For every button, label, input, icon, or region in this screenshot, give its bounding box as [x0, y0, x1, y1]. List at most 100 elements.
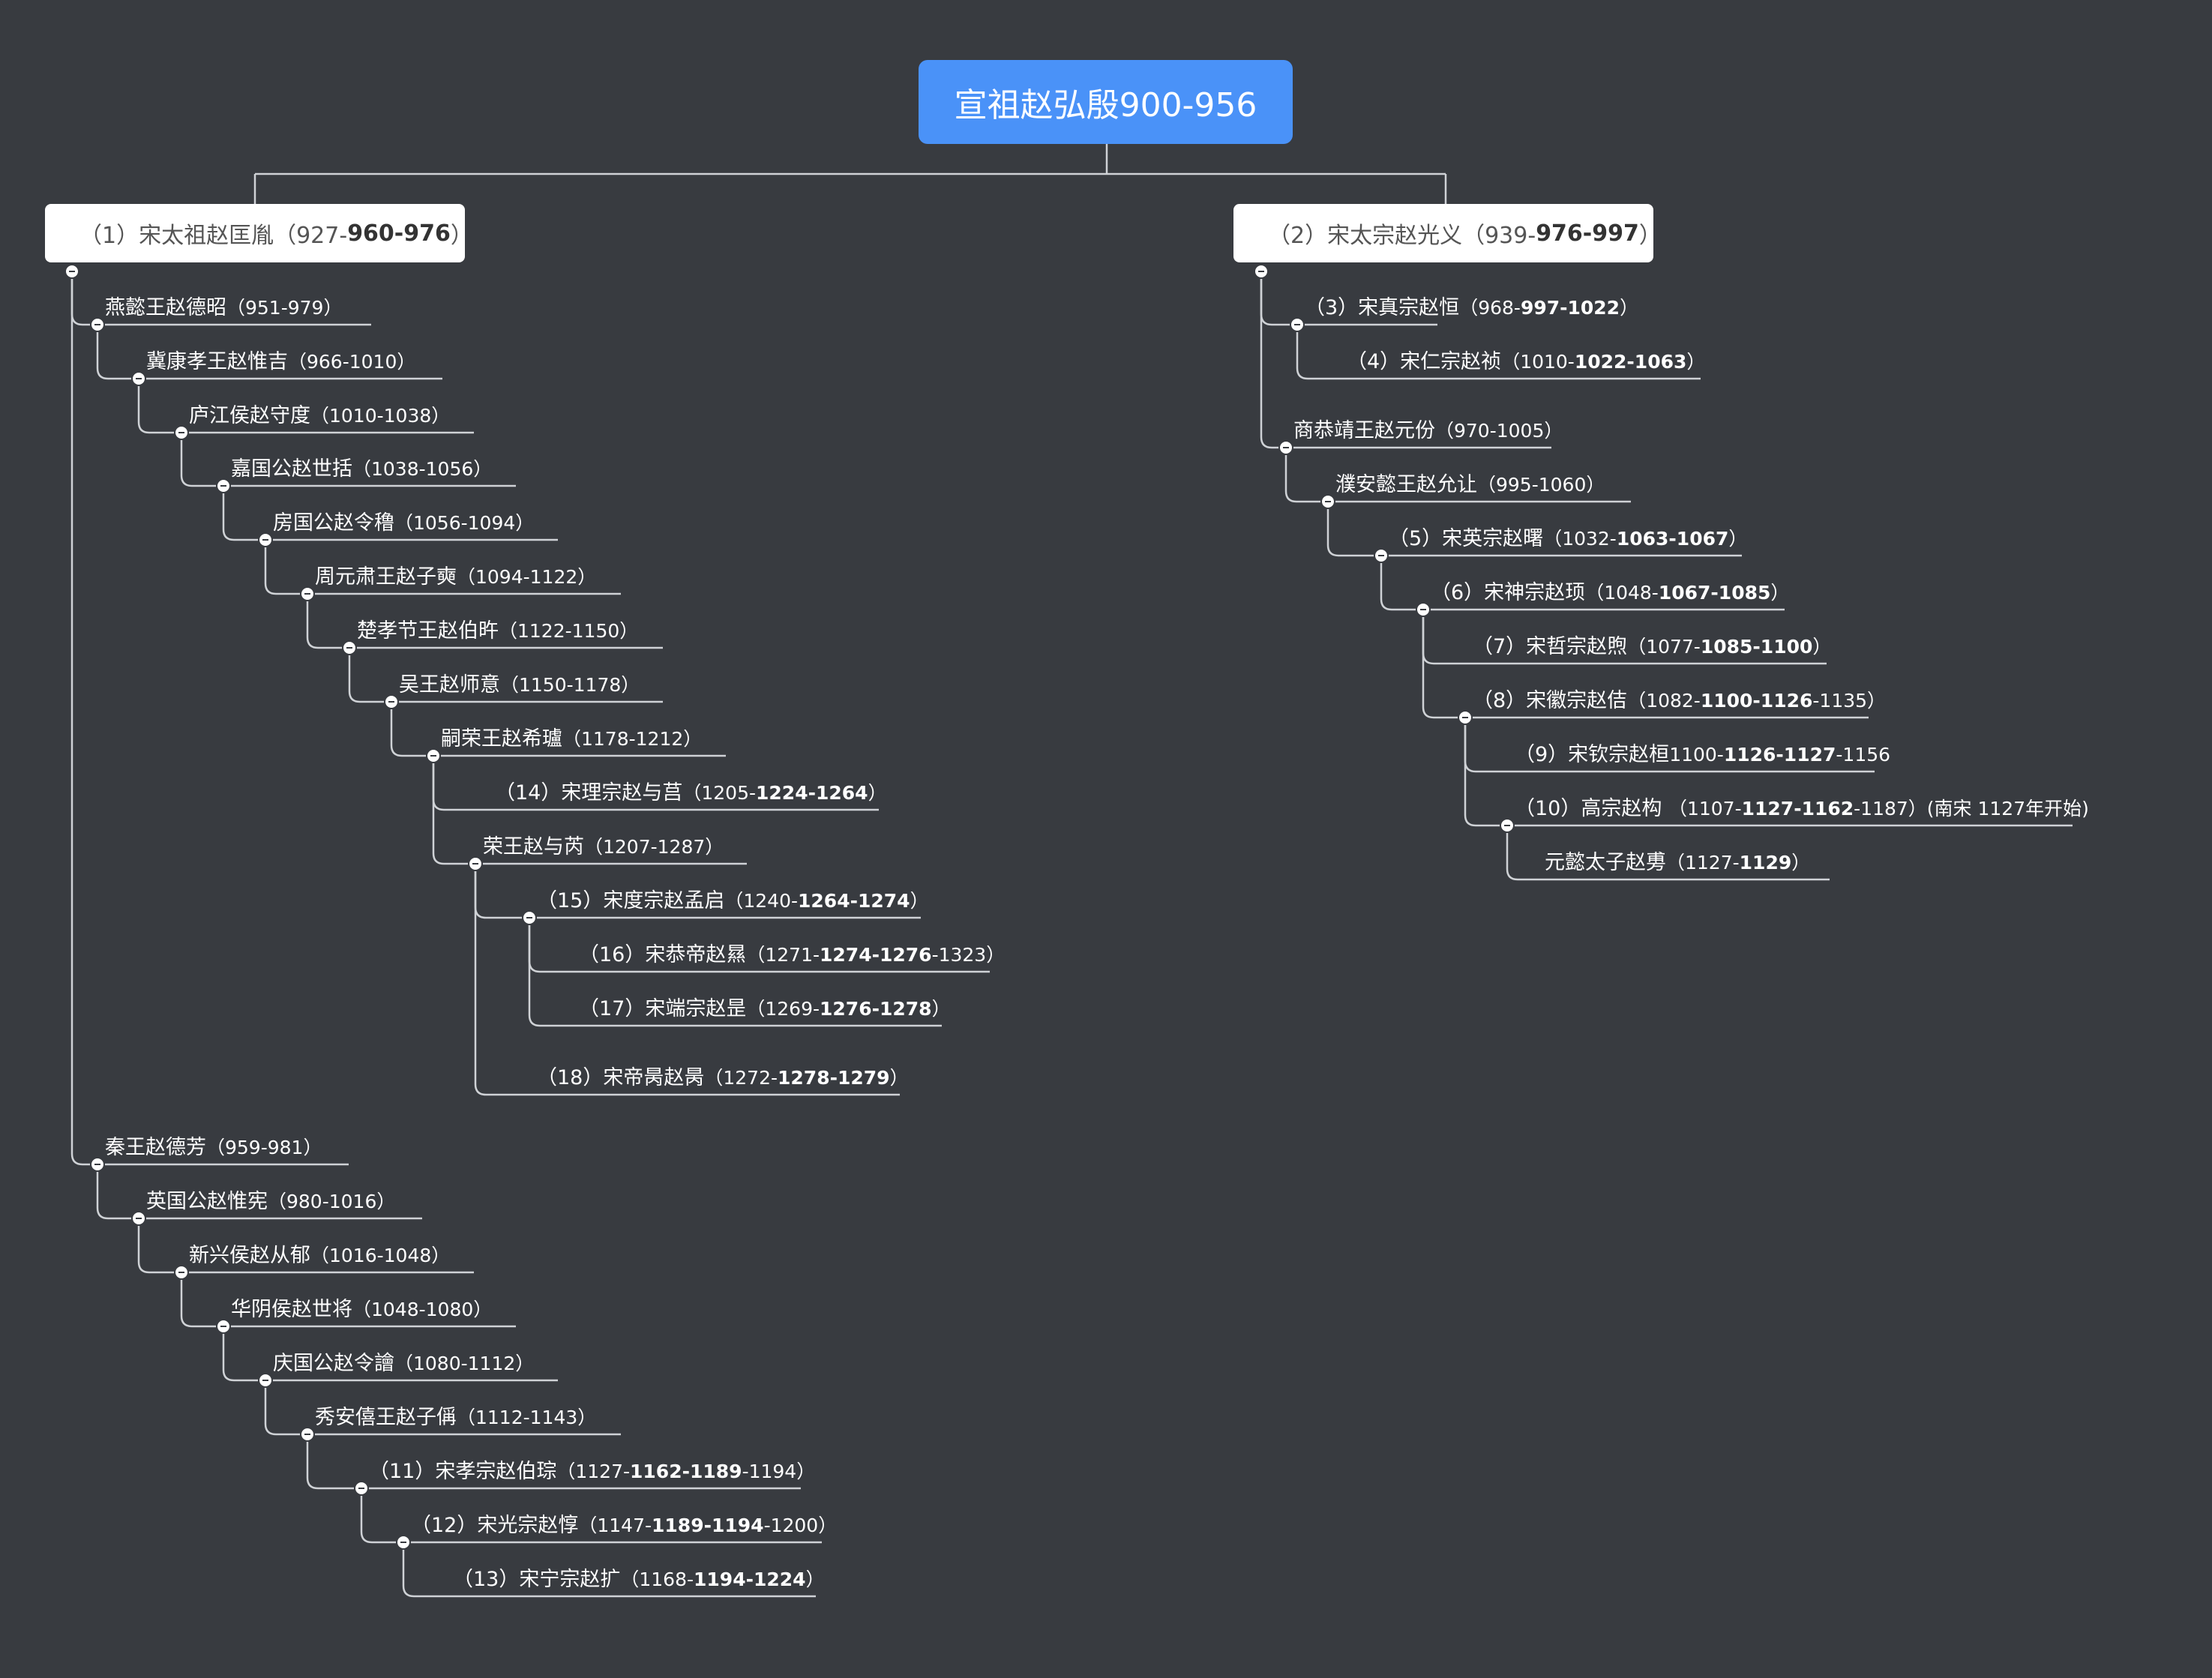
tree-node[interactable]: 燕懿王赵德昭（951-979） [105, 295, 342, 322]
tree-node[interactable]: （3）宋真宗赵恒（968-997-1022） [1305, 295, 1638, 322]
node-years: -1200） [763, 1515, 838, 1536]
collapse-toggle[interactable] [1320, 494, 1335, 509]
node-years: （966-1010） [288, 351, 416, 373]
node-years: （1168- [620, 1569, 694, 1590]
root-node[interactable]: 宣祖赵弘殷900-956 [919, 60, 1293, 144]
collapse-toggle[interactable] [131, 1211, 146, 1226]
tree-node[interactable]: （7）宋哲宗赵煦（1077-1085-1100） [1473, 634, 1831, 661]
tree-node[interactable]: （9）宋钦宗赵桓1100-1126-1127-1156 [1515, 742, 1890, 769]
node-years: ） [1812, 636, 1832, 658]
node-years: ） [1686, 351, 1706, 373]
tree-node[interactable]: 庆国公赵令譮（1080-1112） [273, 1350, 534, 1377]
node-years: 1264-1274 [798, 890, 910, 912]
collapse-toggle[interactable] [216, 1319, 231, 1334]
collapse-toggle[interactable] [90, 317, 105, 332]
node-connector [1506, 826, 1537, 881]
tree-node[interactable]: （13）宋宁宗赵扩（1168-1194-1224） [453, 1566, 825, 1593]
collapse-toggle[interactable] [131, 371, 146, 386]
node-connector [222, 486, 265, 541]
node-name: 秦王赵德芳 [105, 1136, 206, 1159]
node-name: （14）宋理宗赵与莒 [495, 781, 683, 805]
node-years: 1129 [1739, 852, 1792, 873]
node-name: 吴王赵师意 [399, 673, 500, 697]
collapse-toggle[interactable] [90, 1157, 105, 1172]
tree-node[interactable]: （6）宋神宗赵顼（1048-1067-1085） [1431, 580, 1789, 607]
node-name: 荣王赵与芮 [483, 835, 584, 858]
collapse-toggle[interactable] [1458, 710, 1473, 725]
node-name: 嗣荣王赵希瓐 [441, 727, 562, 751]
tree-node[interactable]: （5）宋英宗赵曙（1032-1063-1067） [1389, 526, 1747, 553]
tree-node[interactable]: 秀安僖王赵子偁（1112-1143） [315, 1404, 596, 1431]
tree-node[interactable]: （4）宋仁宗赵祯（1010-1022-1063） [1347, 349, 1705, 376]
collapse-toggle[interactable] [522, 910, 537, 925]
node-name: （9）宋钦宗赵桓 [1515, 743, 1670, 766]
tree-node[interactable]: 庐江侯赵守度（1010-1038） [189, 403, 450, 430]
tree-node[interactable]: 房国公赵令穞（1056-1094） [273, 510, 534, 537]
tree-node[interactable]: （8）宋徽宗赵佶（1082-1100-1126-1135） [1473, 688, 1886, 715]
collapse-toggle[interactable] [396, 1535, 411, 1550]
collapse-toggle[interactable] [174, 425, 189, 440]
collapse-toggle[interactable] [1278, 440, 1293, 455]
tree-node[interactable]: （12）宋光宗赵惇（1147-1189-1194-1200） [411, 1512, 837, 1539]
node-connector [1326, 502, 1381, 557]
tree-node[interactable]: 新兴侯赵从郁（1016-1048） [189, 1242, 450, 1269]
collapse-toggle[interactable] [1416, 602, 1431, 617]
tree-node[interactable]: 华阴侯赵世将（1048-1080） [231, 1296, 492, 1323]
node-years: -1194） [742, 1461, 816, 1482]
node-connector [432, 756, 487, 811]
tree-node[interactable]: 周元肃王赵子奭（1094-1122） [315, 564, 596, 591]
collapse-toggle[interactable] [216, 478, 231, 493]
node-years: （1207-1287） [584, 836, 724, 858]
node-years: 1194-1224 [694, 1569, 806, 1590]
tree-node[interactable]: （10）高宗赵构 （1107-1127-1162-1187）(南宋 1127年开… [1515, 796, 2089, 823]
tree-node[interactable]: 荣王赵与芮（1207-1287） [483, 834, 724, 861]
tree-node[interactable]: （17）宋端宗赵昰（1269-1276-1278） [579, 996, 951, 1023]
collapse-toggle[interactable] [258, 1373, 273, 1388]
tree-node[interactable]: （18）宋帝昺赵昺（1272-1278-1279） [537, 1065, 909, 1092]
node-name: （7）宋哲宗赵煦 [1473, 635, 1628, 658]
node-name: （12）宋光宗赵惇 [411, 1514, 579, 1537]
collapse-toggle[interactable] [1254, 264, 1269, 279]
node-connector [137, 379, 181, 434]
tree-node[interactable]: 吴王赵师意（1150-1178） [399, 672, 640, 699]
collapse-toggle[interactable] [354, 1481, 369, 1496]
collapse-toggle[interactable] [1290, 317, 1305, 332]
node-years: （1016-1048） [310, 1245, 451, 1266]
tree-node[interactable]: （14）宋理宗赵与莒（1205-1224-1264） [495, 780, 887, 807]
node-name: 庆国公赵令譮 [273, 1352, 394, 1375]
node-years: （1112-1143） [457, 1407, 597, 1428]
branch-node-taizu[interactable]: （1）宋太祖赵匡胤（927-960-976） [45, 204, 473, 262]
node-name: （4）宋仁宗赵祯 [1347, 350, 1502, 373]
node-name: （16）宋恭帝赵㬎 [579, 943, 747, 966]
node-name: 英国公赵惟宪 [146, 1190, 268, 1213]
collapse-toggle[interactable] [174, 1265, 189, 1280]
collapse-toggle[interactable] [384, 694, 399, 709]
node-connector [70, 271, 97, 1166]
tree-node[interactable]: 秦王赵德芳（959-981） [105, 1134, 322, 1161]
collapse-toggle[interactable] [1374, 548, 1389, 563]
tree-node[interactable]: 冀康孝王赵惟吉（966-1010） [146, 349, 415, 376]
tree-node[interactable]: （11）宋孝宗赵伯琮（1127-1162-1189-1194） [369, 1458, 815, 1485]
node-connector [180, 1272, 223, 1328]
tree-node[interactable]: 楚孝节王赵伯旿（1122-1150） [357, 618, 638, 645]
tree-node[interactable]: （16）宋恭帝赵㬎（1271-1274-1276-1323） [579, 942, 1005, 969]
node-years: （1272- [704, 1067, 778, 1089]
tree-node[interactable]: 嘉国公赵世括（1038-1056） [231, 456, 492, 483]
branch-node-taizong[interactable]: （2）宋太宗赵光义（939-976-997） [1233, 204, 1662, 262]
collapse-toggle[interactable] [468, 856, 483, 871]
collapse-toggle[interactable] [258, 532, 273, 547]
tree-node[interactable]: 商恭靖王赵元份（970-1005） [1293, 418, 1563, 445]
tree-node[interactable]: 元懿太子赵旉（1127-1129） [1545, 849, 1810, 876]
tree-node[interactable]: 嗣荣王赵希瓐（1178-1212） [441, 726, 702, 753]
tree-node[interactable]: 濮安懿王赵允让（995-1060） [1335, 472, 1605, 499]
collapse-toggle[interactable] [300, 1427, 315, 1442]
tree-node[interactable]: 英国公赵惟宪（980-1016） [146, 1188, 395, 1215]
collapse-toggle[interactable] [64, 264, 79, 279]
collapse-toggle[interactable] [300, 586, 315, 601]
node-name: 秀安僖王赵子偁 [315, 1406, 457, 1429]
node-connector [1260, 271, 1286, 449]
tree-node[interactable]: （15）宋度宗赵孟启（1240-1264-1274） [537, 888, 929, 915]
collapse-toggle[interactable] [1500, 818, 1515, 833]
collapse-toggle[interactable] [342, 640, 357, 655]
collapse-toggle[interactable] [426, 748, 441, 763]
